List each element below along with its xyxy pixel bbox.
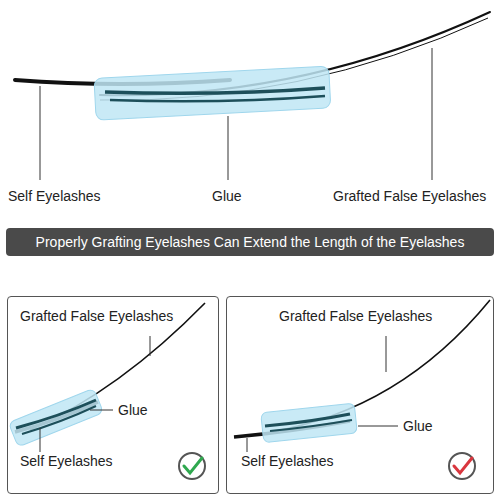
check-icon — [179, 453, 205, 479]
part-label: Grafted False Eyelashes — [279, 308, 432, 325]
example-panel: Grafted False EyelashesGlueSelf Eyelashe… — [226, 296, 494, 494]
check-icon — [454, 458, 472, 473]
false-eyelash — [270, 420, 352, 431]
caption-banner: Properly Grafting Eyelashes Can Extend t… — [6, 228, 494, 256]
leader-line — [40, 86, 41, 180]
part-label: Grafted False Eyelashes — [20, 308, 173, 325]
check-icon — [449, 453, 475, 479]
banner-text: Properly Grafting Eyelashes Can Extend t… — [36, 234, 465, 250]
leader-line — [358, 426, 398, 427]
false-eyelash — [110, 96, 325, 101]
leader-line — [247, 438, 248, 452]
self-eyelash — [265, 414, 350, 426]
self-eyelash — [16, 400, 96, 428]
example-panel: Grafted False EyelashesGlueSelf Eyelashe… — [7, 296, 219, 494]
self-eyelash — [105, 88, 325, 93]
leader-line — [40, 428, 41, 452]
glue-coating — [8, 388, 103, 447]
glue-coating — [261, 403, 358, 443]
leader-line — [90, 410, 113, 411]
part-label: Glue — [212, 188, 242, 205]
leader-line — [228, 116, 229, 180]
part-label: Self Eyelashes — [8, 188, 101, 205]
leader-line — [386, 336, 387, 372]
part-label: Grafted False Eyelashes — [333, 188, 486, 205]
glue-coating — [94, 66, 331, 120]
part-label: Glue — [403, 418, 433, 435]
check-icon — [184, 458, 202, 473]
leader-line — [432, 48, 433, 180]
false-eyelash — [22, 406, 96, 434]
leader-line — [150, 336, 151, 356]
part-label: Self Eyelashes — [241, 453, 334, 470]
part-label: Self Eyelashes — [20, 453, 113, 470]
part-label: Glue — [118, 402, 148, 419]
